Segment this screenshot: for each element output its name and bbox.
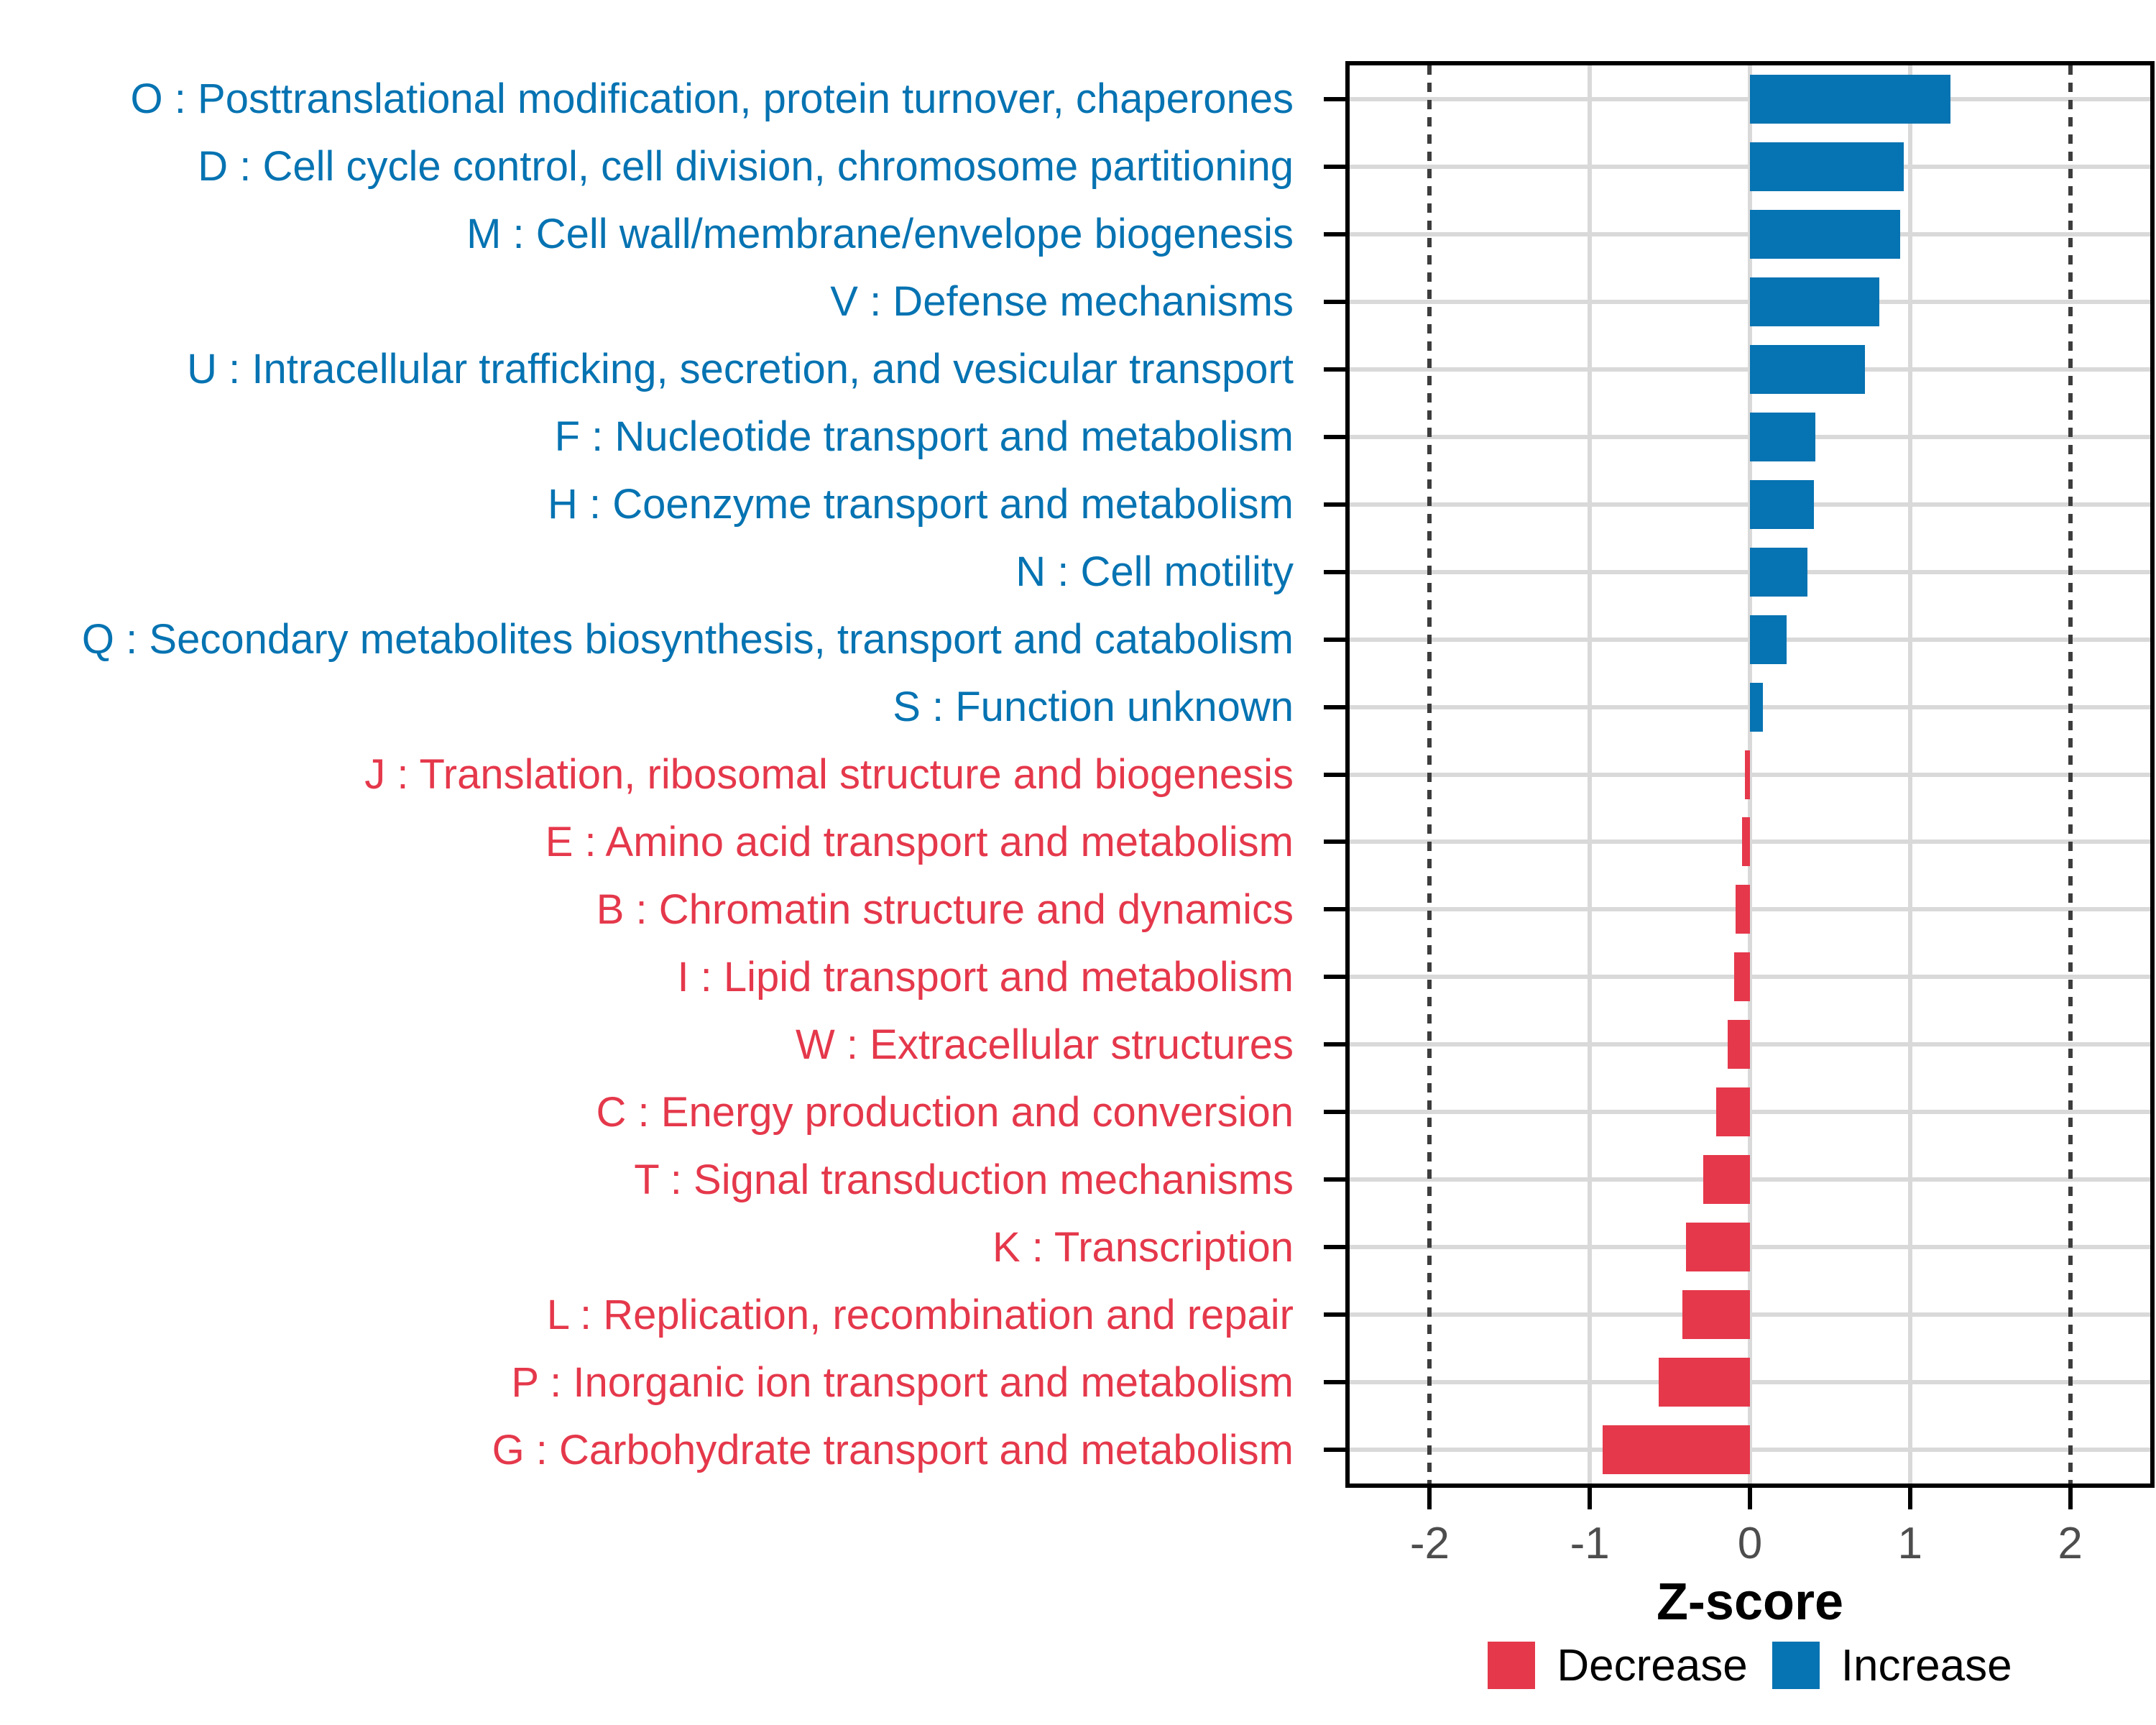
bar-c (1716, 1087, 1750, 1137)
y-axis-tick (1324, 231, 1345, 236)
bar-o (1750, 74, 1950, 124)
category-label: E : Amino acid transport and metabolism (545, 818, 1294, 865)
bar-e (1741, 817, 1750, 867)
category-label: D : Cell cycle control, cell division, c… (198, 143, 1294, 190)
bar-i (1733, 952, 1750, 1002)
x-axis-tick (1588, 1488, 1593, 1509)
category-label: V : Defense mechanisms (830, 278, 1294, 326)
bar-s (1750, 682, 1763, 732)
category-label: T : Signal transduction mechanisms (634, 1156, 1294, 1203)
threshold-line (1427, 65, 1432, 1484)
legend-item-decrease: Decrease (1488, 1640, 1748, 1691)
category-label: M : Cell wall/membrane/envelope biogenes… (466, 211, 1294, 258)
x-axis-title: Z-score (1656, 1573, 1844, 1631)
x-axis-tick-label: -2 (1409, 1519, 1450, 1568)
y-axis-tick (1324, 1042, 1345, 1047)
category-label: O : Posttranslational modification, prot… (130, 75, 1294, 123)
category-label: S : Function unknown (893, 684, 1294, 731)
legend-item-increase: Increase (1772, 1640, 2012, 1691)
y-axis-tick (1324, 434, 1345, 439)
y-axis-tick (1324, 299, 1345, 304)
category-label: P : Inorganic ion transport and metaboli… (511, 1358, 1294, 1406)
y-axis-tick (1324, 1110, 1345, 1115)
x-axis-tick (2068, 1488, 2073, 1509)
x-axis-tick (1427, 1488, 1432, 1509)
x-axis-tick-label: 0 (1737, 1519, 1763, 1568)
x-axis-tick-label: 2 (2058, 1519, 2083, 1568)
legend-label: Increase (1841, 1640, 2012, 1690)
bar-b (1735, 885, 1750, 934)
bar-q (1750, 615, 1787, 664)
category-label: L : Replication, recombination and repai… (546, 1291, 1294, 1338)
x-axis-tick (1748, 1488, 1752, 1509)
category-label: K : Transcription (992, 1223, 1294, 1271)
category-label: G : Carbohydrate transport and metabolis… (492, 1426, 1294, 1473)
y-axis-tick (1324, 1245, 1345, 1250)
category-label: Q : Secondary metabolites biosynthesis, … (81, 616, 1294, 663)
x-axis-tick (1907, 1488, 1912, 1509)
bar-p (1659, 1358, 1750, 1407)
y-axis-tick (1324, 1312, 1345, 1317)
y-axis-tick (1324, 704, 1345, 709)
y-axis-tick (1324, 1177, 1345, 1182)
bar-f (1750, 412, 1816, 461)
gridline-vertical (1748, 65, 1752, 1484)
y-axis-tick (1324, 1448, 1345, 1453)
x-axis-tick-label: 1 (1897, 1519, 1923, 1568)
y-axis-tick (1324, 569, 1345, 574)
legend: Decrease Increase (1273, 1640, 2156, 1690)
bar-t (1703, 1155, 1750, 1205)
category-label: F : Nucleotide transport and metabolism (554, 413, 1294, 461)
y-axis-tick (1324, 975, 1345, 980)
bar-h (1750, 479, 1815, 529)
gridline-vertical (1907, 65, 1912, 1484)
bar-u (1750, 344, 1866, 394)
bar-w (1727, 1020, 1750, 1070)
category-label: J : Translation, ribosomal structure and… (364, 750, 1294, 798)
y-axis-category-labels: O : Posttranslational modification, prot… (0, 65, 1319, 1484)
bar-k (1685, 1223, 1750, 1272)
bar-m (1750, 209, 1901, 259)
y-axis-tick (1324, 164, 1345, 169)
bar-g (1603, 1425, 1750, 1475)
bar-l (1682, 1290, 1750, 1340)
gridline-vertical (1588, 65, 1593, 1484)
category-label: W : Extracellular structures (796, 1021, 1294, 1068)
y-axis-tick (1324, 637, 1345, 642)
y-axis-tick (1324, 907, 1345, 912)
category-label: N : Cell motility (1015, 548, 1294, 596)
y-axis-tick (1324, 1380, 1345, 1385)
y-axis-tick (1324, 367, 1345, 372)
plot-area (1350, 65, 2150, 1484)
y-axis-tick (1324, 772, 1345, 777)
y-axis-tick (1324, 840, 1345, 845)
category-label: H : Coenzyme transport and metabolism (548, 481, 1294, 528)
legend-swatch-decrease (1488, 1642, 1536, 1689)
x-axis-tick-label: -1 (1570, 1519, 1610, 1568)
y-axis-tick (1324, 502, 1345, 507)
plot-panel (1345, 61, 2155, 1488)
bar-j (1745, 750, 1750, 799)
bar-v (1750, 277, 1880, 326)
category-label: C : Energy production and conversion (596, 1088, 1294, 1136)
category-label: B : Chromatin structure and dynamics (596, 886, 1294, 933)
y-axis-tick (1324, 96, 1345, 101)
legend-label: Decrease (1557, 1640, 1748, 1690)
bar-d (1750, 142, 1904, 191)
category-label: U : Intracellular trafficking, secretion… (187, 346, 1294, 393)
legend-swatch-increase (1772, 1642, 1820, 1689)
bar-n (1750, 547, 1808, 597)
category-label: I : Lipid transport and metabolism (677, 953, 1294, 1000)
threshold-line (2068, 65, 2073, 1484)
